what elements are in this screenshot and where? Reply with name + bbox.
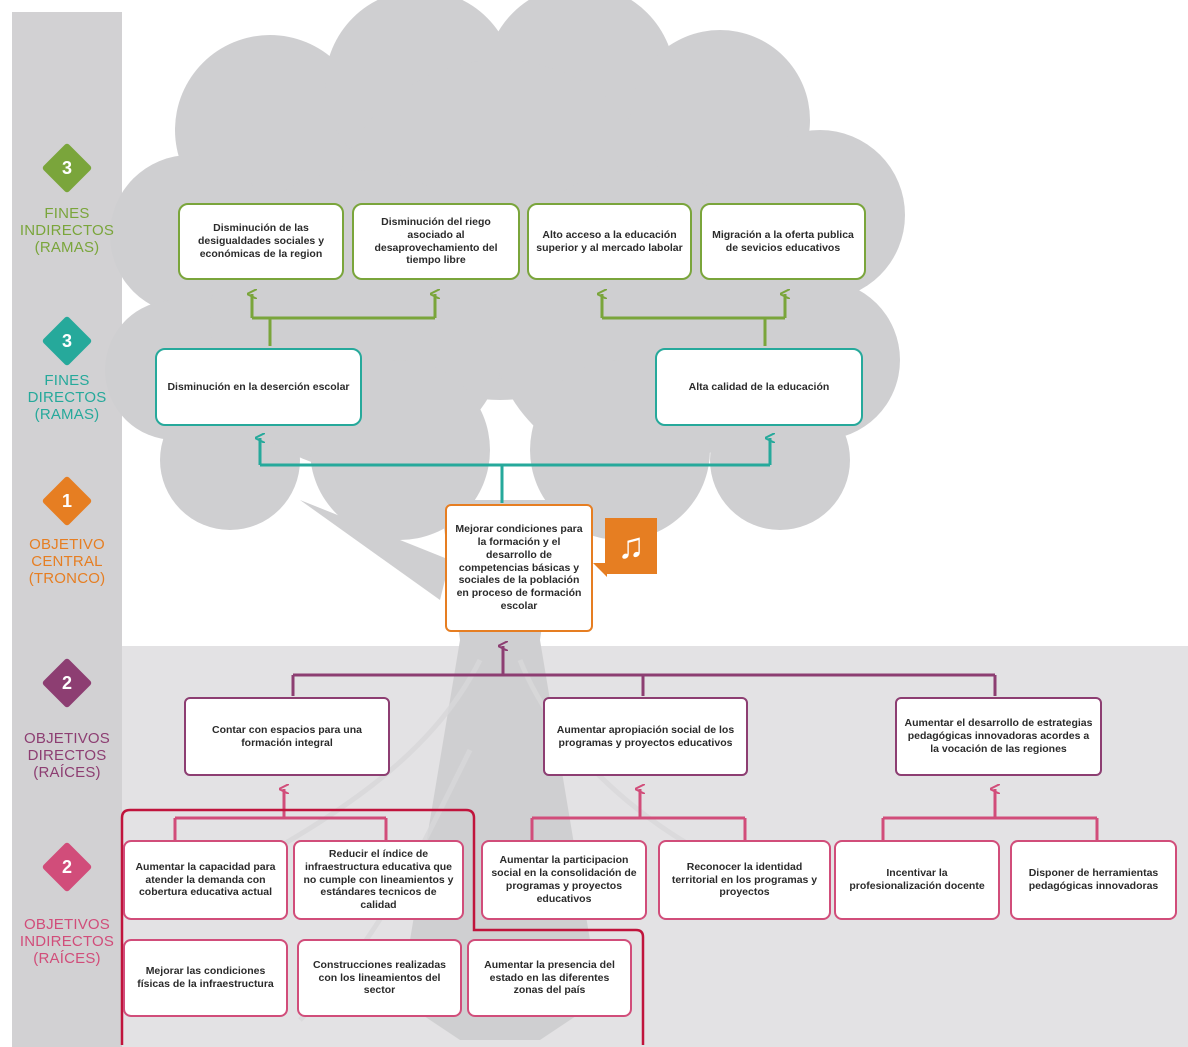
- objetivo-indirecto-box: Disponer de herramientas pedagógicas inn…: [1010, 840, 1177, 920]
- objetivo-indirecto-box: Aumentar la capacidad para atender la de…: [123, 840, 288, 920]
- level-label-objetivo-central: OBJETIVO CENTRAL (TRONCO): [28, 536, 106, 587]
- level-number-fines-directos: 3: [61, 331, 72, 351]
- objetivo-indirecto-box: Incentivar la profesionalización docente: [834, 840, 1000, 920]
- fin-directo-box: Disminución en la deserción escolar: [155, 348, 362, 426]
- music-badge-tail: [593, 563, 607, 577]
- objetivo-indirecto-box: Construcciones realizadas con los lineam…: [297, 939, 462, 1017]
- objetivo-indirecto-box: Reconocer la identidad territorial en lo…: [658, 840, 831, 920]
- level-number-fines-indirectos: 3: [61, 158, 72, 178]
- fin-indirecto-box: Migración a la oferta publica de sevicio…: [700, 203, 866, 280]
- objetivo-directo-box: Aumentar el desarrollo de estrategias pe…: [895, 697, 1102, 776]
- music-note-icon[interactable]: ♫: [605, 518, 657, 574]
- fin-directo-box: Alta calidad de la educación: [655, 348, 863, 426]
- objetivo-indirecto-box: Aumentar la presencia del estado en las …: [467, 939, 632, 1017]
- level-number-objetivos-directos: 2: [61, 673, 72, 693]
- objetivo-indirecto-box: Mejorar las condiciones físicas de la in…: [123, 939, 288, 1017]
- level-label-fines-directos: FINES DIRECTOS (RAMAS): [27, 372, 107, 423]
- fin-indirecto-box: Disminución de las desigualdades sociale…: [178, 203, 344, 280]
- fin-indirecto-box: Disminución del riego asociado al desapr…: [352, 203, 520, 280]
- level-label-fines-indirectos: FINES INDIRECTOS (RAMAS): [19, 205, 115, 256]
- level-number-objetivo-central: 1: [61, 491, 72, 511]
- objetivo-directo-box: Contar con espacios para una formación i…: [184, 697, 390, 776]
- level-label-objetivos-indirectos: OBJETIVOS INDIRECTOS (RAÍCES): [19, 916, 115, 967]
- fin-indirecto-box: Alto acceso a la educación superior y al…: [527, 203, 692, 280]
- objetivo-indirecto-box: Reducir el índice de infraestructura edu…: [293, 840, 464, 920]
- objetivo-central-box: Mejorar condiciones para la formación y …: [445, 504, 593, 632]
- objetivo-directo-box: Aumentar apropiación social de los progr…: [543, 697, 748, 776]
- level-number-objetivos-indirectos: 2: [61, 857, 72, 877]
- level-label-objetivos-directos: OBJETIVOS DIRECTOS (RAÍCES): [24, 730, 110, 781]
- highlight-outline: [120, 808, 645, 1045]
- objetivo-indirecto-box: Aumentar la participacion social en la c…: [481, 840, 647, 920]
